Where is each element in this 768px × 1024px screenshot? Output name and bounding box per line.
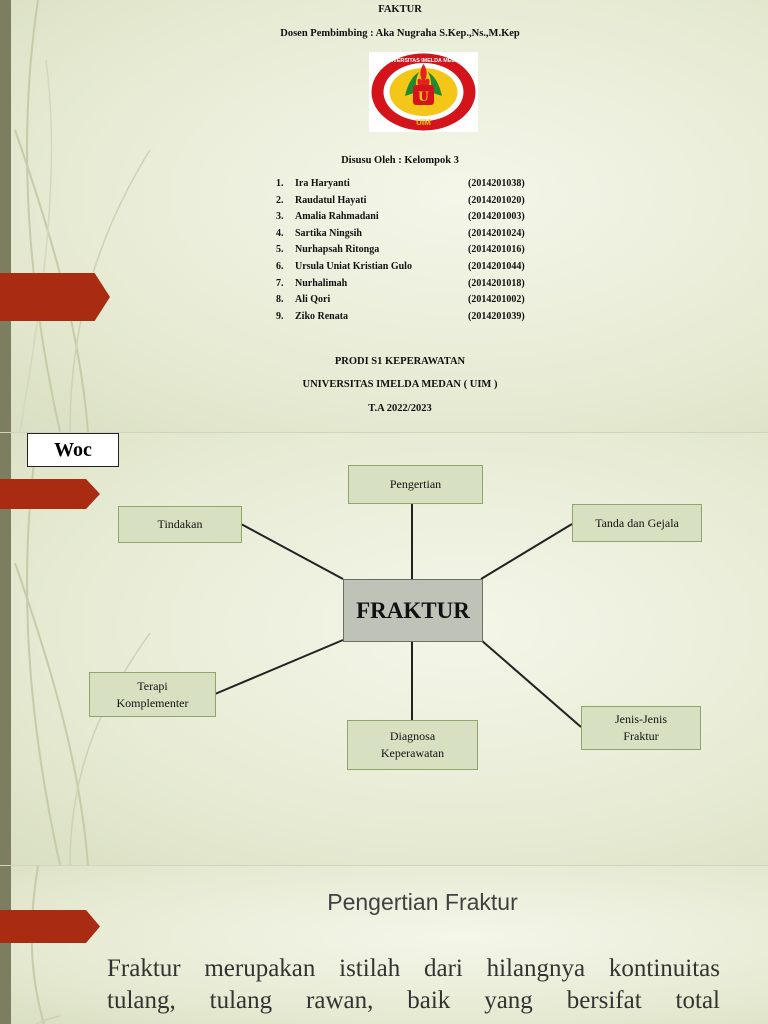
center-node-fraktur: FRAKTUR: [343, 579, 483, 642]
member-nim: (2014201024): [468, 227, 525, 239]
accent-arrow: [0, 910, 100, 943]
accent-arrow: [0, 479, 100, 509]
connector-lines: [214, 504, 582, 728]
svg-text:UIM: UIM: [416, 118, 431, 127]
member-row: 3. Amalia Rahmadani (2014201003): [276, 211, 556, 227]
definition-slide: Pengertian Fraktur Fraktur merupakan ist…: [0, 866, 768, 1024]
svg-text:U: U: [418, 89, 429, 105]
node-jenis-fraktur: Jenis-Jenis Fraktur: [581, 706, 701, 750]
member-nim: (2014201038): [468, 178, 525, 189]
definition-line-2: tulang, tulang rawan, baik yang bersifat…: [107, 987, 720, 1014]
member-name: Ira Haryanti: [295, 178, 350, 189]
academic-year: T.A 2022/2023: [368, 403, 432, 414]
member-number: 3.: [276, 211, 284, 222]
group-label: Disusu Oleh : Kelompok 3: [341, 155, 459, 166]
member-number: 8.: [276, 294, 284, 305]
woc-label: Woc: [27, 433, 119, 467]
definition-title: Pengertian Fraktur: [327, 889, 518, 915]
member-row: 9. Ziko Renata (2014201039): [276, 311, 556, 327]
university-logo: U UIM UNIVERSITAS IMELDA MEDAN: [369, 52, 478, 132]
member-number: 2.: [276, 194, 284, 206]
uim-seal-icon: U UIM UNIVERSITAS IMELDA MEDAN: [371, 53, 476, 131]
curve-decoration: [30, 866, 61, 1024]
member-number: 5.: [276, 244, 284, 255]
member-row: 1. Ira Haryanti (2014201038): [276, 178, 556, 194]
member-nim: (2014201020): [468, 194, 525, 206]
node-pengertian: Pengertian: [348, 465, 483, 504]
left-border: [0, 0, 11, 432]
member-name: Raudatul Hayati: [295, 194, 367, 206]
member-name: Nurhapsah Ritonga: [295, 244, 380, 255]
member-number: 9.: [276, 311, 284, 322]
member-number: 6.: [276, 261, 284, 272]
slide-separator: [0, 865, 768, 866]
member-name: Amalia Rahmadani: [295, 211, 379, 222]
cover-slide: FAKTUR Dosen Pembimbing : Aka Nugraha S.…: [0, 0, 768, 432]
node-diagnosa-keperawatan: Diagnosa Keperawatan: [347, 720, 478, 770]
member-name: Ziko Renata: [295, 311, 349, 322]
left-border: [0, 433, 11, 865]
accent-arrow: [0, 273, 110, 321]
node-tanda-gejala: Tanda dan Gejala: [572, 504, 702, 542]
member-row: 7. Nurhalimah (2014201018): [276, 278, 556, 294]
member-nim: (2014201002): [468, 294, 525, 305]
member-nim: (2014201003): [468, 211, 525, 222]
woc-slide: Woc Pengertian Tindakan Tanda dan Gejala…: [0, 433, 768, 865]
member-name: Nurhalimah: [295, 277, 348, 289]
member-number: 4.: [276, 227, 284, 239]
node-tindakan: Tindakan: [118, 506, 242, 543]
member-row: 5. Nurhapsah Ritonga (2014201016): [276, 244, 556, 260]
member-row: 8. Ali Qori (2014201002): [276, 294, 556, 310]
member-row: 2. Raudatul Hayati (2014201020): [276, 195, 556, 211]
member-row: 6. Ursula Uniat Kristian Gulo (201420104…: [276, 261, 556, 277]
member-row: 4. Sartika Ningsih (2014201024): [276, 228, 556, 244]
member-nim: (2014201018): [468, 277, 525, 289]
member-nim: (2014201016): [468, 244, 525, 255]
university-line: UNIVERSITAS IMELDA MEDAN ( UIM ): [302, 379, 498, 390]
prodi-line: PRODI S1 KEPERAWATAN: [334, 356, 466, 367]
member-nim: (2014201039): [468, 311, 525, 322]
cover-title: FAKTUR: [378, 4, 422, 15]
definition-line-1: Fraktur merupakan istilah dari hilangnya…: [107, 955, 720, 982]
member-nim: (2014201044): [468, 261, 525, 272]
member-name: Ursula Uniat Kristian Gulo: [295, 261, 412, 272]
node-terapi-komplementer: Terapi Komplementer: [89, 672, 216, 717]
member-name: Ali Qori: [295, 294, 331, 305]
supervisor-line: Dosen Pembimbing : Aka Nugraha S.Kep.,Ns…: [280, 28, 520, 39]
member-number: 1.: [276, 178, 284, 189]
member-name: Sartika Ningsih: [295, 227, 362, 239]
definition-body: Fraktur merupakan istilah dari hilangnya…: [107, 953, 720, 1017]
left-border: [0, 866, 11, 1024]
member-number: 7.: [276, 277, 284, 289]
slide-separator: [0, 432, 768, 433]
svg-text:UNIVERSITAS IMELDA MEDAN: UNIVERSITAS IMELDA MEDAN: [384, 58, 463, 64]
